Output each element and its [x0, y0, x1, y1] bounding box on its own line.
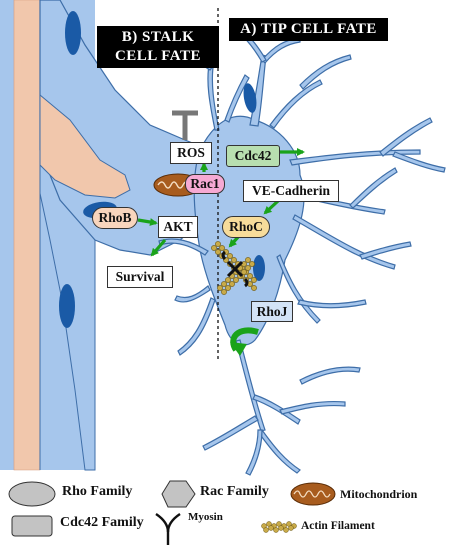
stalk-label-line1: B) STALK	[121, 29, 195, 45]
legend-rac-shape	[161, 480, 196, 508]
cdc42-node: Cdc42	[226, 145, 280, 167]
actin-filament	[211, 241, 257, 295]
akt-node: AKT	[158, 216, 198, 238]
legend-rac-family-label: Rac Family	[200, 484, 269, 499]
legend-mitochondrion-label: Mitochondrion	[340, 487, 418, 501]
rac1-node: Rac1	[185, 174, 225, 194]
legend-myosin-label: Myosin	[188, 511, 223, 523]
legend-myosin-shape	[155, 513, 181, 545]
ros-node: ROS	[170, 142, 212, 164]
legend-rho-family-label: Rho Family	[62, 484, 133, 499]
legend-actin-shape	[261, 521, 297, 533]
ve-cadherin-node: VE-Cadherin	[243, 180, 339, 202]
myosin-cross	[221, 250, 249, 288]
stalk-cell-fate-label: B) STALK CELL FATE	[97, 26, 219, 68]
legend-mito-shape	[290, 482, 336, 506]
rhob-node: RhoB	[92, 207, 138, 229]
legend-cdc42-family-label: Cdc42 Family	[60, 515, 144, 530]
myosin-inhibitor	[172, 110, 198, 140]
stalk-label-line2: CELL FATE	[114, 48, 202, 64]
arrow-rhob-akt	[137, 218, 158, 226]
rhoj-curved-arrow	[230, 327, 259, 356]
legend-shapes	[8, 480, 336, 545]
legend-actin-filament-label: Actin Filament	[301, 520, 375, 532]
survival-node: Survival	[107, 266, 173, 288]
legend-cdc42-shape	[11, 515, 53, 537]
tip-label-text: A) TIP CELL FATE	[240, 21, 377, 37]
rhoc-node: RhoC	[222, 216, 270, 238]
nuclei	[59, 11, 265, 328]
tip-cell-fate-label: A) TIP CELL FATE	[229, 18, 388, 41]
legend-rho-shape	[8, 481, 56, 507]
tip-cell	[158, 28, 446, 476]
rhoj-node: RhoJ	[251, 301, 293, 322]
arrow-akt-survival	[150, 238, 167, 257]
arrow-vecadherin-rhoc	[263, 199, 280, 215]
